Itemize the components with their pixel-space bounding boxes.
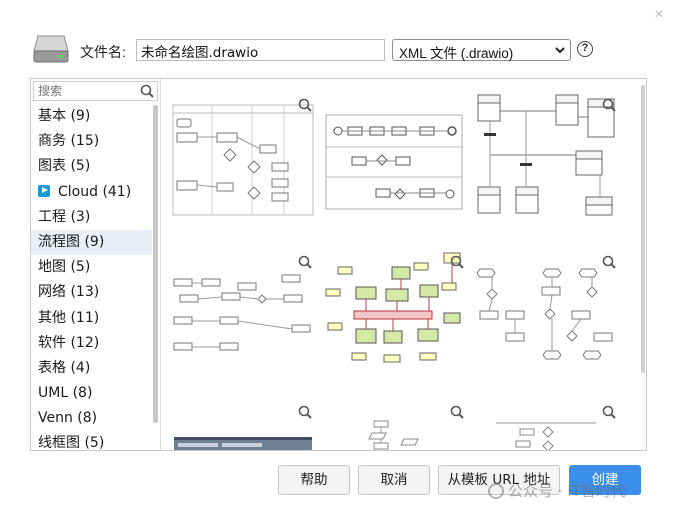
watermark: 公众号 · IT智时代 (488, 480, 673, 504)
template-thumbnail[interactable] (476, 253, 618, 377)
template-thumbnail[interactable] (476, 405, 618, 450)
grid-scrollbar[interactable] (641, 85, 645, 373)
zoom-icon[interactable] (602, 405, 616, 419)
category-list: 基本 (9) 商务 (15) 图表 (5) Cloud (41) 工程 (3) … (31, 104, 152, 450)
template-thumbnail[interactable] (172, 405, 314, 450)
category-item-cloud[interactable]: Cloud (41) (31, 180, 152, 205)
close-icon[interactable]: × (654, 6, 664, 23)
template-preview-wireframe (174, 437, 312, 450)
template-preview-vertical-flow (368, 420, 419, 450)
category-item-tables[interactable]: 表格 (4) (38, 359, 91, 376)
hard-disk-icon (33, 35, 69, 63)
template-thumbnail[interactable] (172, 98, 314, 225)
category-item-business[interactable]: 商务 (15) (38, 133, 100, 150)
template-thumbnail[interactable] (324, 249, 466, 373)
file-type-select[interactable]: XML 文件 (.drawio) (392, 39, 571, 61)
category-item-other[interactable]: 其他 (11) (38, 309, 100, 326)
template-preview-uml-sequence (477, 94, 615, 216)
template-preview-hexagon-flow (476, 268, 613, 360)
category-item-engineering[interactable]: 工程 (3) (38, 208, 91, 225)
category-item-software[interactable]: 软件 (12) (38, 334, 100, 351)
zoom-icon[interactable] (298, 255, 312, 269)
category-item-uml[interactable]: UML (8) (38, 385, 93, 402)
zoom-icon[interactable] (602, 98, 616, 112)
sidebar-scrollbar[interactable] (153, 105, 158, 423)
cloud-play-icon (38, 184, 50, 197)
zoom-icon[interactable] (450, 405, 464, 419)
cancel-button[interactable]: 取消 (358, 465, 430, 495)
wechat-logo-icon (488, 483, 504, 499)
template-preview-process-flow (173, 274, 311, 351)
category-item-wireframes[interactable]: 线框图 (5) (38, 435, 105, 450)
template-preview-colored-flow (325, 252, 461, 363)
search-box (33, 81, 158, 101)
zoom-icon[interactable] (450, 255, 464, 269)
watermark-text: 公众号 · IT智时代 (508, 482, 626, 500)
filename-label: 文件名: (80, 44, 126, 60)
template-panel: 基本 (9) 商务 (15) 图表 (5) Cloud (41) 工程 (3) … (30, 78, 647, 451)
category-sidebar: 基本 (9) 商务 (15) 图表 (5) Cloud (41) 工程 (3) … (31, 79, 161, 450)
template-thumbnail[interactable] (172, 253, 314, 377)
search-input[interactable] (34, 82, 139, 100)
category-item-basic[interactable]: 基本 (9) (38, 108, 91, 124)
template-preview-bpmn-flow (325, 114, 463, 210)
chevron-down-icon (555, 47, 565, 54)
category-item-network[interactable]: 网络 (13) (38, 284, 100, 301)
template-thumbnail[interactable] (324, 405, 466, 450)
zoom-icon[interactable] (298, 405, 312, 419)
category-item-flowchart[interactable]: 流程图 (9) (31, 229, 152, 256)
search-icon[interactable] (140, 84, 154, 98)
filename-input[interactable]: 未命名绘图.drawio (136, 39, 385, 61)
template-preview-decision-flow (496, 422, 596, 450)
file-type-value: XML 文件 (.drawio) (399, 46, 514, 61)
category-item-venn[interactable]: Venn (8) (38, 410, 98, 427)
template-thumbnail[interactable] (476, 93, 618, 217)
zoom-icon[interactable] (298, 98, 312, 112)
category-item-label: Cloud (41) (58, 183, 132, 200)
template-thumbnail[interactable] (324, 101, 466, 225)
template-preview-swimlane-flow (172, 104, 314, 216)
file-header: 文件名: 未命名绘图.drawio XML 文件 (.drawio) ? (30, 32, 650, 68)
category-item-charts[interactable]: 图表 (5) (38, 158, 91, 175)
category-item-maps[interactable]: 地图 (5) (38, 259, 91, 276)
create-button[interactable]: 创建 (569, 465, 641, 495)
help-button[interactable]: 帮助 (278, 465, 350, 495)
template-grid (162, 79, 645, 450)
zoom-icon[interactable] (602, 255, 616, 269)
help-circle-icon[interactable]: ? (577, 41, 593, 57)
